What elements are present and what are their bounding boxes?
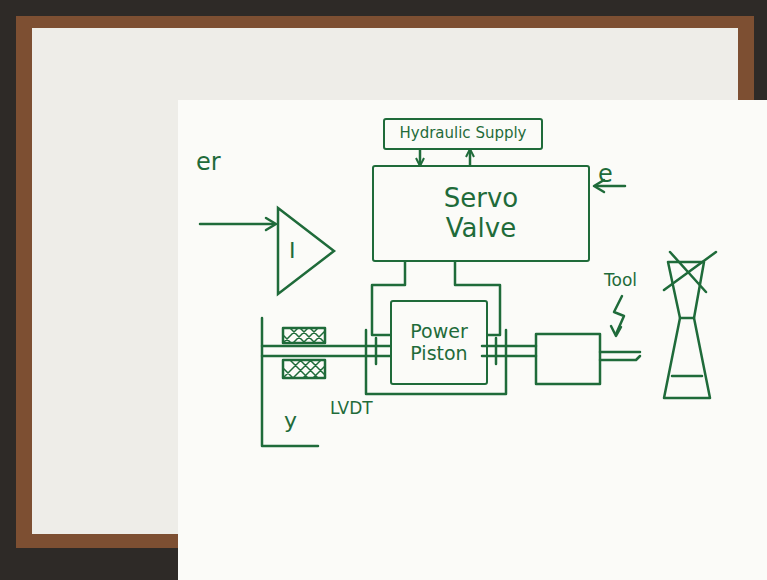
lvdt-coil [283,328,325,343]
tool-tip [600,352,640,360]
arrow-head [611,326,621,336]
lvdt-coil [283,360,325,378]
piston-rod [482,346,536,356]
tool-label: Tool [604,270,637,290]
coil-hatching [283,360,325,378]
reference-signal: er [196,148,221,176]
triangle-outline [275,205,337,297]
supply-line [469,150,472,165]
sensor-name: LVDT [330,398,373,418]
input-wire [200,223,274,226]
piston-box: Power Piston [390,300,488,385]
piston-rod [262,346,390,356]
amplifier-triangle: I [275,205,337,297]
arrow-head [266,218,276,230]
cross-mark [664,252,716,292]
node-text: I [289,238,296,263]
displacement-bracket [262,318,318,446]
tool-holder [536,334,600,384]
valve-box: Servo Valve [372,165,590,262]
hydraulic-line [372,262,405,335]
cutting-tool [672,318,702,376]
paper-sheet [178,100,767,580]
node-text: Power Piston [397,321,481,365]
error-signal: e [598,160,613,188]
coil-hatching [283,328,325,343]
supply-box: Hydraulic Supply [383,118,543,150]
node-text: Hydraulic Supply [399,125,526,142]
displacement-symbol: y [284,408,297,433]
cutting-tool [664,262,710,398]
supply-line [419,150,422,165]
node-text: Servo Valve [421,184,541,244]
